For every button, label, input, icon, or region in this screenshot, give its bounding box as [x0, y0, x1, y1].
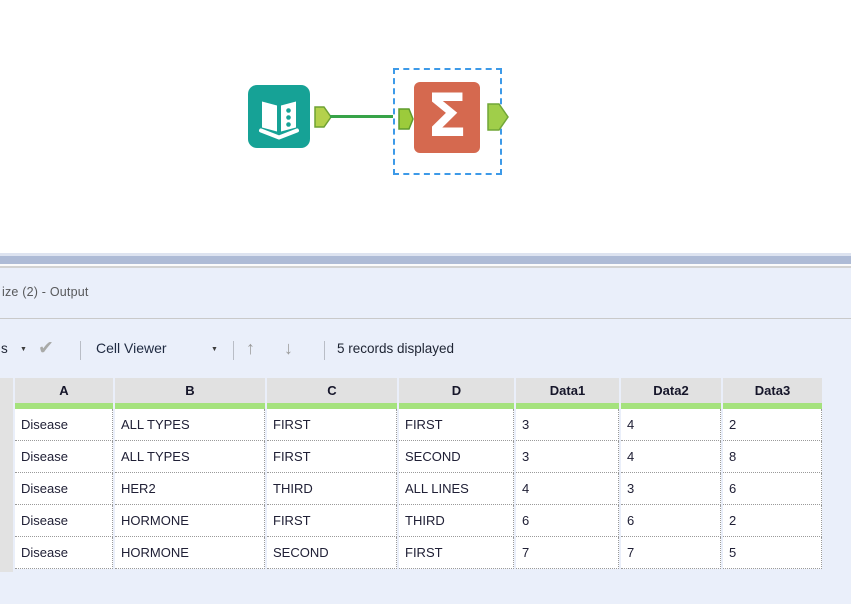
- input-data-tool[interactable]: [248, 85, 310, 148]
- records-displayed-status: 5 records displayed: [337, 341, 455, 356]
- table-cell[interactable]: HORMONE: [115, 505, 265, 537]
- panel-splitter[interactable]: [0, 256, 851, 264]
- table-cell[interactable]: Disease: [15, 505, 113, 537]
- table-cell[interactable]: SECOND: [267, 537, 397, 569]
- table-cell[interactable]: FIRST: [267, 441, 397, 473]
- splitter-highlight: [0, 253, 851, 256]
- table-cell[interactable]: 4: [621, 441, 721, 473]
- green-bar-segment: [621, 403, 721, 409]
- table-cell[interactable]: 4: [516, 473, 619, 505]
- table-cell[interactable]: 2: [723, 409, 822, 441]
- toolbar-separator: [80, 341, 81, 360]
- table-cell[interactable]: THIRD: [399, 505, 514, 537]
- table-cell[interactable]: Disease: [15, 473, 113, 505]
- column-header-data2[interactable]: Data2: [621, 378, 721, 403]
- sigma-icon: Σ: [426, 80, 468, 151]
- table-cell[interactable]: 2: [723, 505, 822, 537]
- summarize-input-anchor[interactable]: [398, 107, 414, 136]
- toolbar-left-fragment[interactable]: s: [1, 341, 8, 356]
- table-cell[interactable]: THIRD: [267, 473, 397, 505]
- green-bar-segment: [516, 403, 619, 409]
- table-cell[interactable]: 7: [621, 537, 721, 569]
- table-cell[interactable]: ALL TYPES: [115, 409, 265, 441]
- header-green-bar: [15, 403, 822, 409]
- results-panel-title: ize (2) - Output: [2, 285, 89, 299]
- cell-viewer-button[interactable]: Cell Viewer: [96, 340, 167, 356]
- toolbar-separator: [324, 341, 325, 360]
- table-cell[interactable]: 3: [516, 409, 619, 441]
- chevron-down-icon[interactable]: ▼: [20, 346, 27, 353]
- summarize-output-anchor[interactable]: [487, 102, 509, 137]
- table-cell[interactable]: Disease: [15, 537, 113, 569]
- table-cell[interactable]: Disease: [15, 409, 113, 441]
- table-cell[interactable]: FIRST: [399, 409, 514, 441]
- table-cell[interactable]: 6: [621, 505, 721, 537]
- table-cell[interactable]: FIRST: [267, 409, 397, 441]
- table-cell[interactable]: FIRST: [399, 537, 514, 569]
- column-header-a[interactable]: A: [15, 378, 113, 403]
- toolbar-divider: [0, 318, 851, 319]
- column-header-data1[interactable]: Data1: [516, 378, 619, 403]
- splitter-shadow: [0, 266, 851, 268]
- toolbar-separator: [233, 341, 234, 360]
- column-header-b[interactable]: B: [115, 378, 265, 403]
- open-book-icon: [248, 101, 310, 152]
- workflow-canvas[interactable]: Σ: [0, 0, 851, 253]
- table-cell[interactable]: HORMONE: [115, 537, 265, 569]
- column-header-d[interactable]: D: [399, 378, 514, 403]
- table-cell[interactable]: 7: [516, 537, 619, 569]
- table-cell[interactable]: 4: [621, 409, 721, 441]
- table-cell[interactable]: Disease: [15, 441, 113, 473]
- table-cell[interactable]: 6: [723, 473, 822, 505]
- green-bar-segment: [399, 403, 514, 409]
- up-arrow-icon[interactable]: ↑: [246, 338, 255, 358]
- table-cell[interactable]: HER2: [115, 473, 265, 505]
- connection-line: [330, 115, 400, 118]
- table-cell[interactable]: ALL LINES: [399, 473, 514, 505]
- checkmark-icon[interactable]: ✔: [38, 338, 54, 359]
- table-cell[interactable]: FIRST: [267, 505, 397, 537]
- green-bar-segment: [267, 403, 397, 409]
- table-cell[interactable]: 3: [621, 473, 721, 505]
- green-bar-segment: [723, 403, 822, 409]
- table-cell[interactable]: 3: [516, 441, 619, 473]
- table-cell[interactable]: 8: [723, 441, 822, 473]
- column-header-c[interactable]: C: [267, 378, 397, 403]
- green-bar-segment: [15, 403, 113, 409]
- splitter-lowlight: [0, 264, 851, 266]
- input-tool-output-anchor[interactable]: [314, 105, 332, 134]
- table-cell[interactable]: 5: [723, 537, 822, 569]
- chevron-down-icon[interactable]: ▼: [211, 346, 218, 353]
- table-cell[interactable]: ALL TYPES: [115, 441, 265, 473]
- summarize-tool[interactable]: Σ: [414, 82, 480, 153]
- down-arrow-icon[interactable]: ↓: [284, 338, 293, 358]
- table-cell[interactable]: 6: [516, 505, 619, 537]
- table-cell[interactable]: SECOND: [399, 441, 514, 473]
- green-bar-segment: [115, 403, 265, 409]
- column-header-data3[interactable]: Data3: [723, 378, 822, 403]
- record-number-column: [0, 378, 13, 572]
